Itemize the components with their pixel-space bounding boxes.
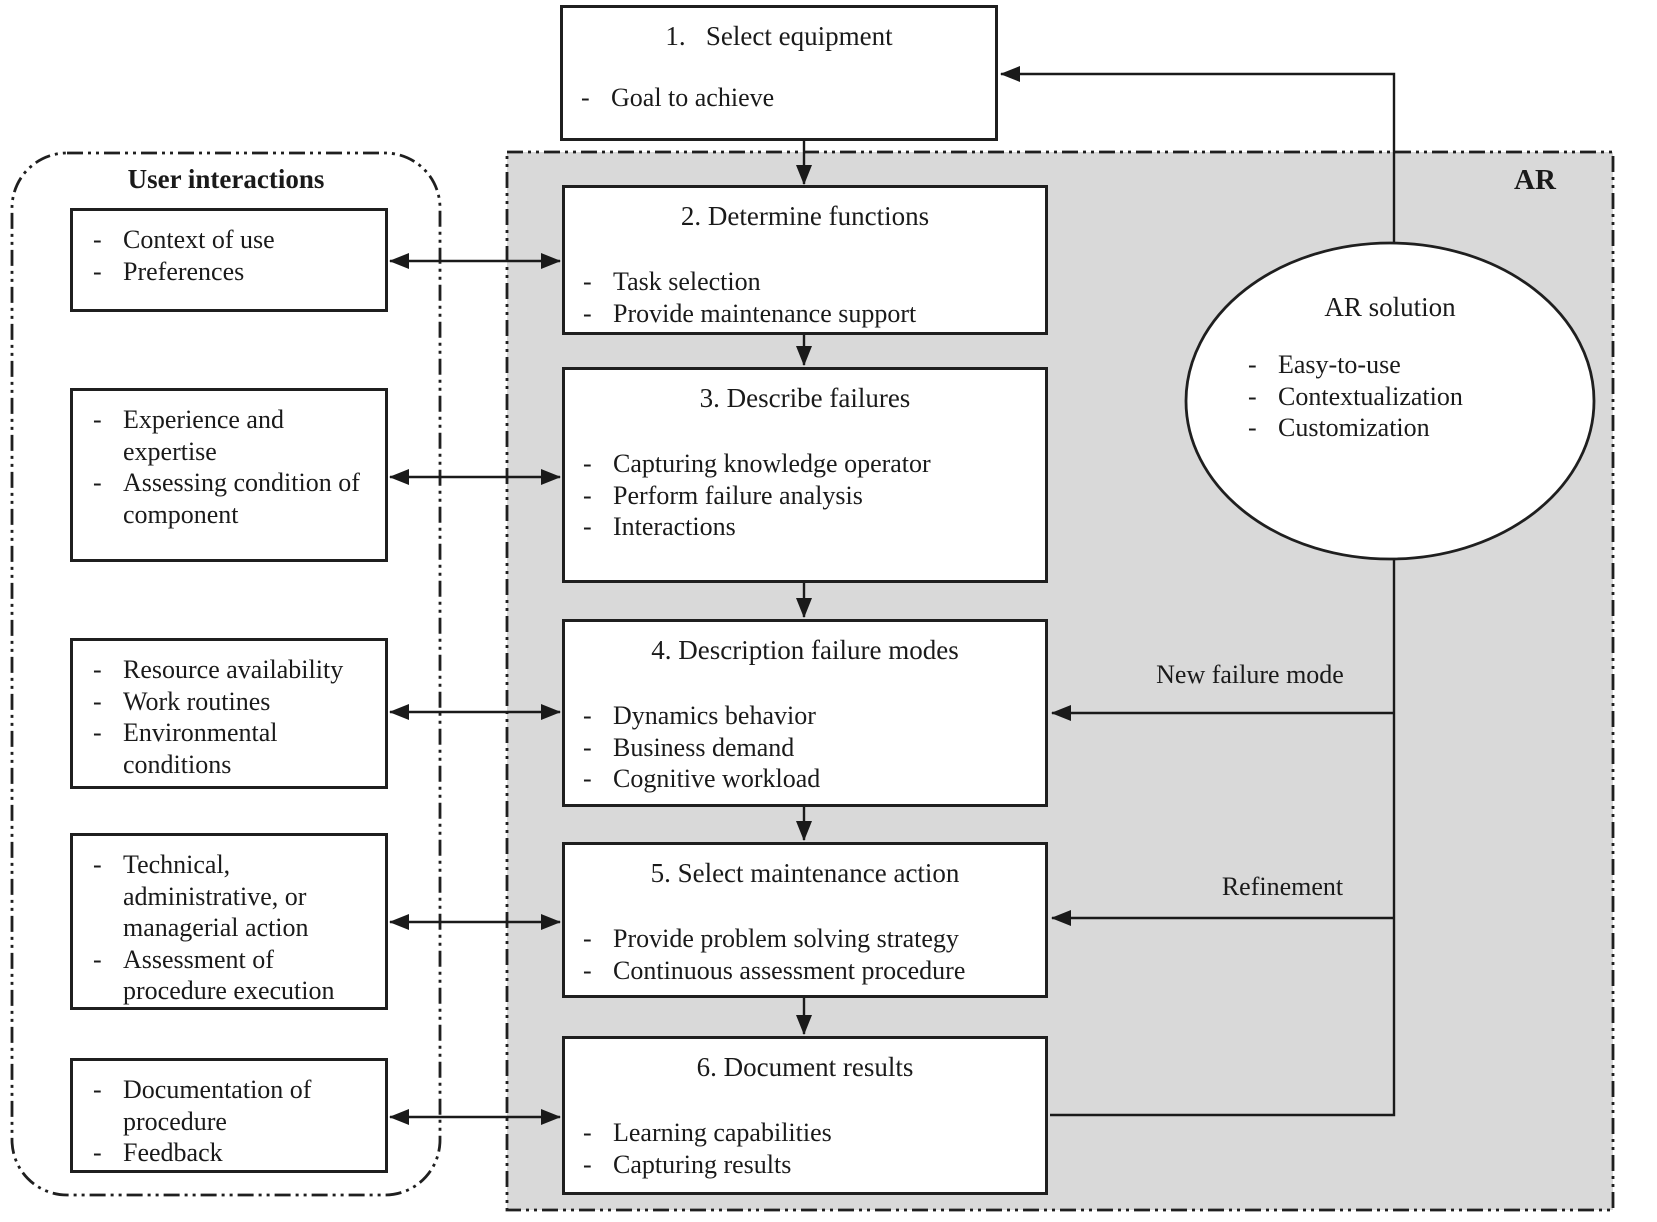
- bullet-item: Dynamics behavior: [565, 700, 1045, 732]
- bullet-item: Interactions: [565, 511, 1045, 543]
- bullet-item: Customization: [1186, 412, 1594, 444]
- step-box-4: 4. Description failure modes Dynamics be…: [562, 619, 1048, 807]
- bullet-item: Provide maintenance support: [565, 298, 1045, 330]
- step-box-2: 2. Determine functions Task selection Pr…: [562, 185, 1048, 335]
- bullet-item: Context of use: [73, 224, 385, 256]
- connector-ellipse-step1: [1000, 66, 1396, 243]
- ar-solution-content: AR solution Easy-to-use Contextualizatio…: [1186, 243, 1594, 559]
- bullet-item: Perform failure analysis: [565, 480, 1045, 512]
- user-interactions-container-border: [10, 151, 442, 1197]
- step-box-5: 5. Select maintenance action Provide pro…: [562, 842, 1048, 998]
- step-box-6: 6. Document results Learning capabilitie…: [562, 1036, 1048, 1195]
- user-box-5: Documentation of procedure Feedback: [70, 1058, 388, 1173]
- new-failure-mode-label: New failure mode: [1156, 660, 1344, 689]
- step-title-2: 2. Determine functions: [680, 201, 930, 231]
- ar-region-label: AR: [1514, 164, 1556, 196]
- user-interactions-title: User interactions: [127, 164, 325, 194]
- bullet-item: Assessment of procedure execution: [73, 944, 385, 1007]
- user-box-2: Experience and expertise Assessing condi…: [70, 388, 388, 562]
- bullet-item: Assessing condition of component: [73, 467, 385, 530]
- bullet-item: Environmental conditions: [73, 717, 385, 780]
- bullet-item: Learning capabilities: [565, 1117, 1045, 1149]
- step-title-5: 5. Select maintenance action: [650, 858, 960, 888]
- step-title-4: 4. Description failure modes: [651, 635, 959, 665]
- bullet-item: Cognitive workload: [565, 763, 1045, 795]
- bullet-item: Easy-to-use: [1186, 349, 1594, 381]
- step-title-3: 3. Describe failures: [699, 383, 911, 413]
- user-box-4: Technical, administrative, or managerial…: [70, 833, 388, 1010]
- connector-ellipse-step6: [1050, 559, 1396, 1117]
- bullet-item: Work routines: [73, 686, 385, 718]
- user-box-1: Context of use Preferences: [70, 208, 388, 312]
- bullet-item: Resource availability: [73, 654, 385, 686]
- step-title-6: 6. Document results: [696, 1052, 914, 1082]
- user-box-3: Resource availability Work routines Envi…: [70, 638, 388, 789]
- bullet-item: Provide problem solving strategy: [565, 923, 1045, 955]
- bullet-item: Technical, administrative, or managerial…: [73, 849, 385, 944]
- bullet-item: Capturing results: [565, 1149, 1045, 1181]
- bullet-item: Contextualization: [1186, 381, 1594, 413]
- bullet-item: Preferences: [73, 256, 385, 288]
- bullet-item: Continuous assessment procedure: [565, 955, 1045, 987]
- refinement-label: Refinement: [1221, 872, 1344, 901]
- bullet-item: Documentation of procedure: [73, 1074, 385, 1137]
- bullet-item: Feedback: [73, 1137, 385, 1169]
- bullet-item: Experience and expertise: [73, 404, 385, 467]
- bullet-item: Goal to achieve: [563, 82, 995, 114]
- bullet-item: Business demand: [565, 732, 1045, 764]
- ar-solution-title: AR solution: [1324, 292, 1456, 322]
- bullet-item: Task selection: [565, 266, 1045, 298]
- step-box-3: 3. Describe failures Capturing knowledge…: [562, 367, 1048, 583]
- step-box-1: 1. Select equipment Goal to achieve: [560, 5, 998, 141]
- step-title-1: 1. Select equipment: [665, 21, 893, 51]
- bullet-item: Capturing knowledge operator: [565, 448, 1045, 480]
